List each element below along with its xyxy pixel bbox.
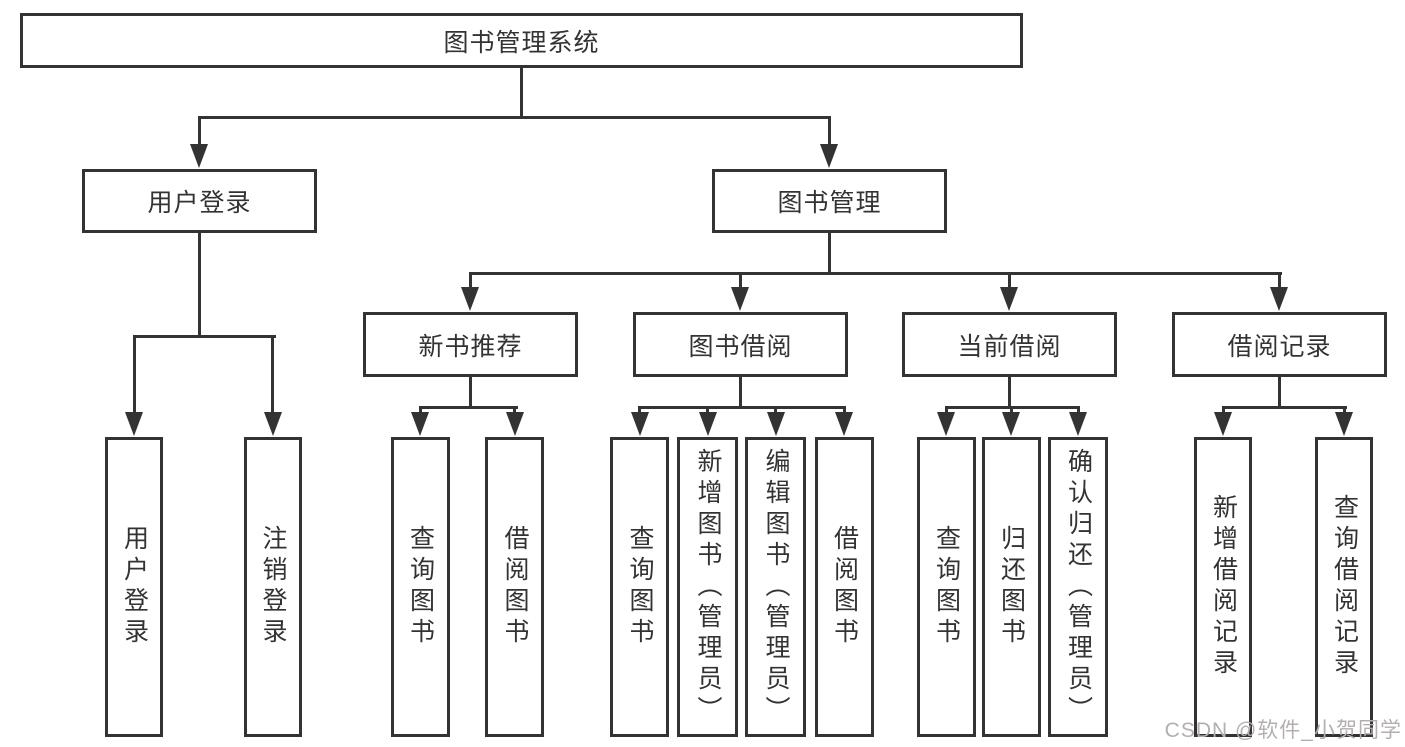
arrowhead-down-icon	[820, 144, 838, 168]
leaf-user-login: 用户登录	[105, 437, 163, 737]
node-label: 图书借阅	[688, 332, 793, 361]
leaf-label: 借阅图书	[501, 525, 529, 649]
leaf-edit-books-admin: 编辑图书（管理员）	[745, 437, 806, 737]
leaf-logout: 注销登录	[243, 437, 302, 737]
connector-line	[197, 115, 831, 119]
arrowhead-down-icon	[835, 412, 853, 436]
connector-line	[197, 233, 201, 337]
arrowhead-down-icon	[1000, 287, 1018, 311]
leaf-confirm-return-admin: 确认归还（管理员）	[1048, 437, 1108, 737]
connector-line	[132, 336, 136, 413]
leaf-label: 查询借阅记录	[1330, 494, 1359, 680]
node-label: 当前借阅	[957, 332, 1062, 361]
leaf-label: 用户登录	[120, 525, 149, 649]
node-label: 图书管理	[777, 189, 882, 217]
connector-line	[706, 407, 709, 415]
leaf-return-books: 归还图书	[981, 437, 1041, 737]
leaf-label: 新增借阅记录	[1209, 494, 1238, 680]
arrowhead-down-icon	[1002, 412, 1020, 436]
node-root-library-system: 图书管理系统	[20, 13, 1023, 68]
node-label: 借阅记录	[1227, 332, 1332, 361]
connector-line	[1277, 273, 1281, 289]
arrowhead-down-icon	[1335, 412, 1353, 436]
connector-line	[774, 407, 777, 415]
node-label: 用户登录	[147, 189, 252, 217]
leaf-query-books-2: 查询图书	[610, 437, 669, 737]
connector-line	[638, 405, 846, 409]
arrowhead-down-icon	[190, 144, 208, 168]
arrowhead-down-icon	[1214, 412, 1232, 436]
connector-line	[1007, 377, 1011, 408]
arrowhead-down-icon	[263, 412, 282, 436]
connector-line	[1221, 405, 1347, 409]
leaf-label: 新增图书（管理员）	[694, 447, 722, 727]
arrowhead-down-icon	[461, 287, 479, 311]
connector-line	[738, 273, 742, 289]
connector-line	[418, 405, 518, 409]
connector-line	[827, 233, 831, 275]
connector-line	[468, 273, 472, 289]
leaf-label: 编辑图书（管理员）	[762, 447, 790, 727]
connector-line	[468, 377, 472, 408]
connector-line	[738, 377, 742, 408]
arrowhead-down-icon	[1069, 412, 1087, 436]
csdn-watermark: CSDN @软件_小贺同学	[1164, 719, 1402, 742]
connector-line	[197, 117, 201, 146]
leaf-label: 查询图书	[626, 525, 654, 649]
arrowhead-down-icon	[698, 412, 717, 436]
connector-line	[513, 407, 516, 415]
leaf-label: 查询图书	[932, 525, 961, 649]
leaf-label: 确认归还（管理员）	[1064, 447, 1093, 727]
arrowhead-down-icon	[731, 287, 749, 311]
connector-line	[1342, 407, 1346, 415]
leaf-label: 借阅图书	[830, 525, 859, 649]
connector-line	[132, 334, 276, 338]
node-current-borrow: 当前借阅	[902, 312, 1117, 377]
node-user-login: 用户登录	[82, 169, 317, 233]
connector-line	[638, 407, 641, 415]
node-borrow-record: 借阅记录	[1172, 312, 1387, 377]
connector-line	[827, 117, 831, 146]
arrowhead-down-icon	[1270, 287, 1288, 311]
connector-line	[1076, 407, 1080, 415]
connector-line	[468, 271, 1282, 275]
arrowhead-down-icon	[937, 412, 955, 436]
leaf-borrow-books: 借阅图书	[485, 437, 544, 737]
node-new-book-recommend: 新书推荐	[363, 312, 578, 377]
leaf-query-borrow-record: 查询借阅记录	[1315, 437, 1373, 737]
leaf-label: 归还图书	[997, 525, 1026, 649]
connector-line	[1007, 273, 1011, 289]
arrowhead-down-icon	[630, 412, 649, 436]
connector-line	[842, 407, 846, 415]
arrowhead-down-icon	[505, 412, 524, 436]
leaf-label: 查询图书	[406, 525, 435, 649]
node-label: 图书管理系统	[443, 28, 600, 57]
node-book-borrow: 图书借阅	[633, 312, 848, 377]
connector-line	[1221, 407, 1225, 415]
leaf-query-books: 查询图书	[390, 437, 450, 737]
leaf-label: 注销登录	[259, 525, 287, 649]
connector-line	[519, 68, 523, 117]
arrowhead-down-icon	[125, 412, 143, 436]
node-label: 新书推荐	[418, 332, 523, 361]
leaf-query-books-3: 查询图书	[916, 437, 976, 737]
connector-line	[944, 407, 948, 415]
leaf-add-books-admin: 新增图书（管理员）	[677, 437, 738, 737]
connector-line	[1009, 407, 1013, 415]
arrowhead-down-icon	[766, 412, 785, 436]
node-book-management: 图书管理	[712, 169, 947, 233]
connector-line	[271, 336, 274, 413]
arrowhead-down-icon	[411, 412, 429, 436]
leaf-add-borrow-record: 新增借阅记录	[1194, 437, 1252, 737]
leaf-borrow-books-2: 借阅图书	[814, 437, 874, 737]
connector-line	[1277, 377, 1281, 408]
connector-line	[418, 407, 422, 415]
